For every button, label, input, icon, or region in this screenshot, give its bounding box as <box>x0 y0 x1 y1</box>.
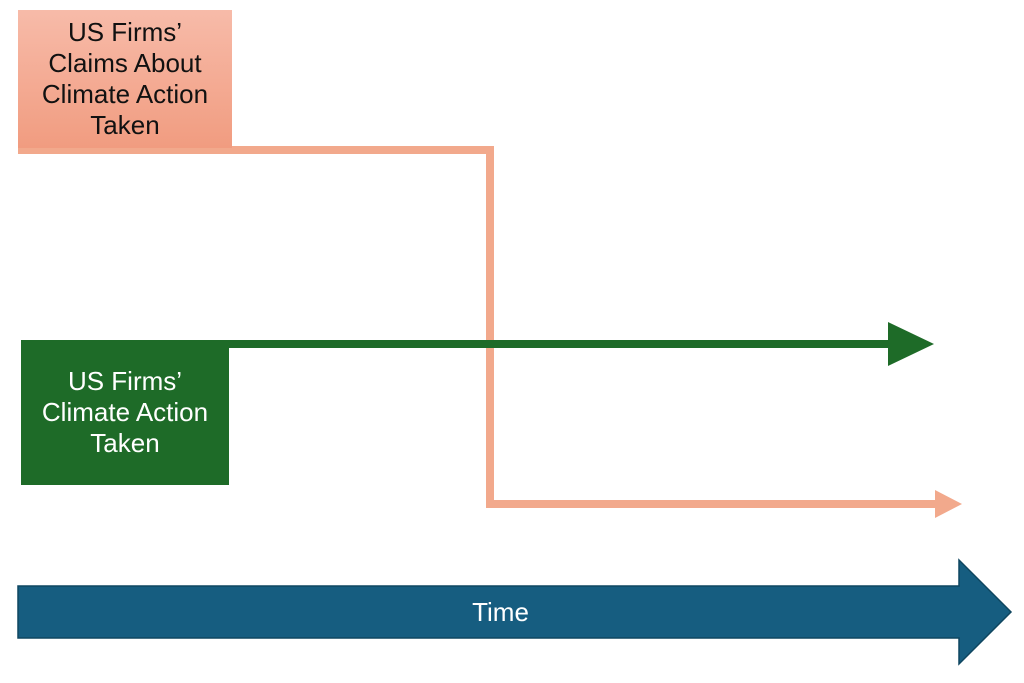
action-box: US Firms’ Climate Action Taken <box>21 340 229 485</box>
claims-line <box>18 146 940 508</box>
time-arrow-label: Time <box>472 596 529 627</box>
time-arrow <box>17 558 1013 666</box>
action-box-label: US Firms’ Climate Action Taken <box>41 366 209 458</box>
claims-arrowhead <box>935 490 962 518</box>
claims-box: US Firms’ Claims About Climate Action Ta… <box>18 10 232 148</box>
action-arrowhead <box>888 322 934 366</box>
claims-box-label: US Firms’ Claims About Climate Action Ta… <box>41 17 209 140</box>
